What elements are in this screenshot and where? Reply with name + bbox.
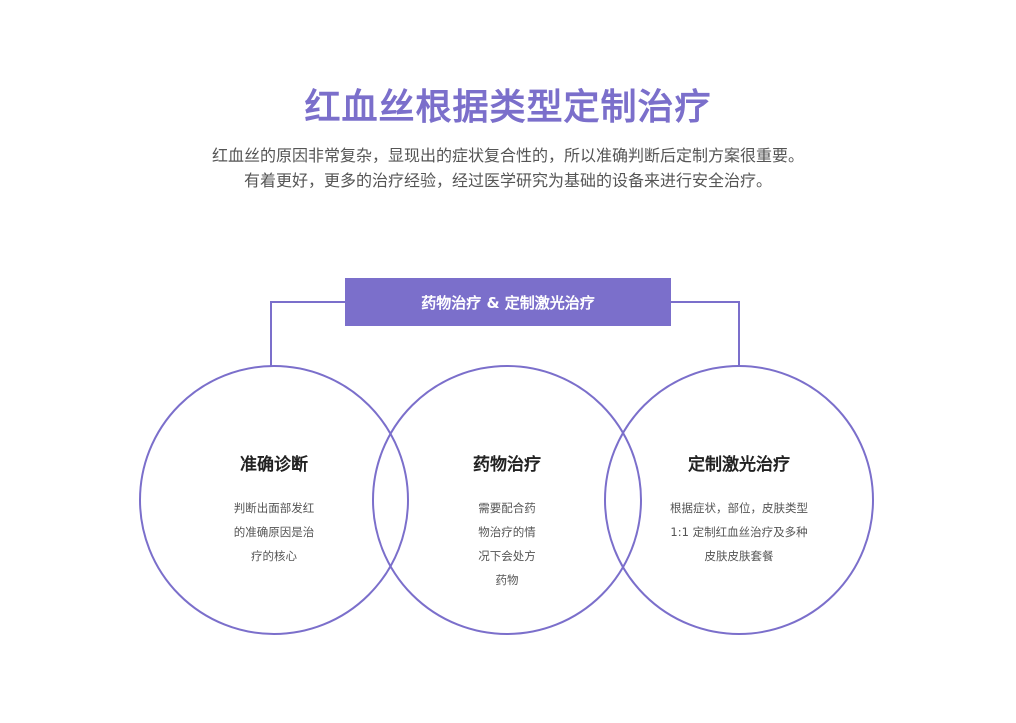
circle-desc-line: 况下会处方 xyxy=(478,549,536,563)
circle-desc-line: 药物 xyxy=(495,573,519,587)
circle-desc-line: 根据症状，部位，皮肤类型 xyxy=(670,501,808,515)
circle-laser xyxy=(604,365,874,635)
circle-desc-line: 需要配合药 xyxy=(478,501,536,515)
circle-desc-line: 皮肤皮肤套餐 xyxy=(704,549,774,563)
intro-line-2: 有着更好，更多的治疗经验，经过医学研究为基础的设备来进行安全治疗。 xyxy=(243,171,772,190)
intro-text: 红血丝的原因非常复杂，显现出的症状复合性的，所以准确判断后定制方案很重要。 有着… xyxy=(0,143,1016,193)
circle-desc-medication: 需要配合药 物治疗的情 况下会处方 药物 xyxy=(407,496,607,592)
page-title: 红血丝根据类型定制治疗 xyxy=(304,87,712,128)
connector-right xyxy=(671,301,740,366)
circle-desc-line: 判断出面部发红 xyxy=(233,501,315,515)
circle-desc-laser: 根据症状，部位，皮肤类型 1:1 定制红血丝治疗及多种 皮肤皮肤套餐 xyxy=(629,496,849,568)
treatment-banner: 药物治疗 & 定制激光治疗 xyxy=(345,278,671,326)
circle-desc-line: 疗的核心 xyxy=(251,549,297,563)
circle-diagnosis xyxy=(139,365,409,635)
circle-title-medication: 药物治疗 xyxy=(473,455,541,475)
circle-title-laser: 定制激光治疗 xyxy=(688,455,790,475)
intro-line-1: 红血丝的原因非常复杂，显现出的症状复合性的，所以准确判断后定制方案很重要。 xyxy=(211,146,804,165)
circle-desc-line: 的准确原因是治 xyxy=(233,525,315,539)
circle-medication xyxy=(372,365,642,635)
circle-desc-line: 物治疗的情 xyxy=(478,525,536,539)
connector-left xyxy=(270,301,345,366)
circle-desc-line: 1:1 定制红血丝治疗及多种 xyxy=(670,525,808,539)
circle-title-diagnosis: 准确诊断 xyxy=(240,455,308,475)
banner-label: 药物治疗 & 定制激光治疗 xyxy=(421,293,595,312)
circle-desc-diagnosis: 判断出面部发红 的准确原因是治 疗的核心 xyxy=(174,496,374,568)
